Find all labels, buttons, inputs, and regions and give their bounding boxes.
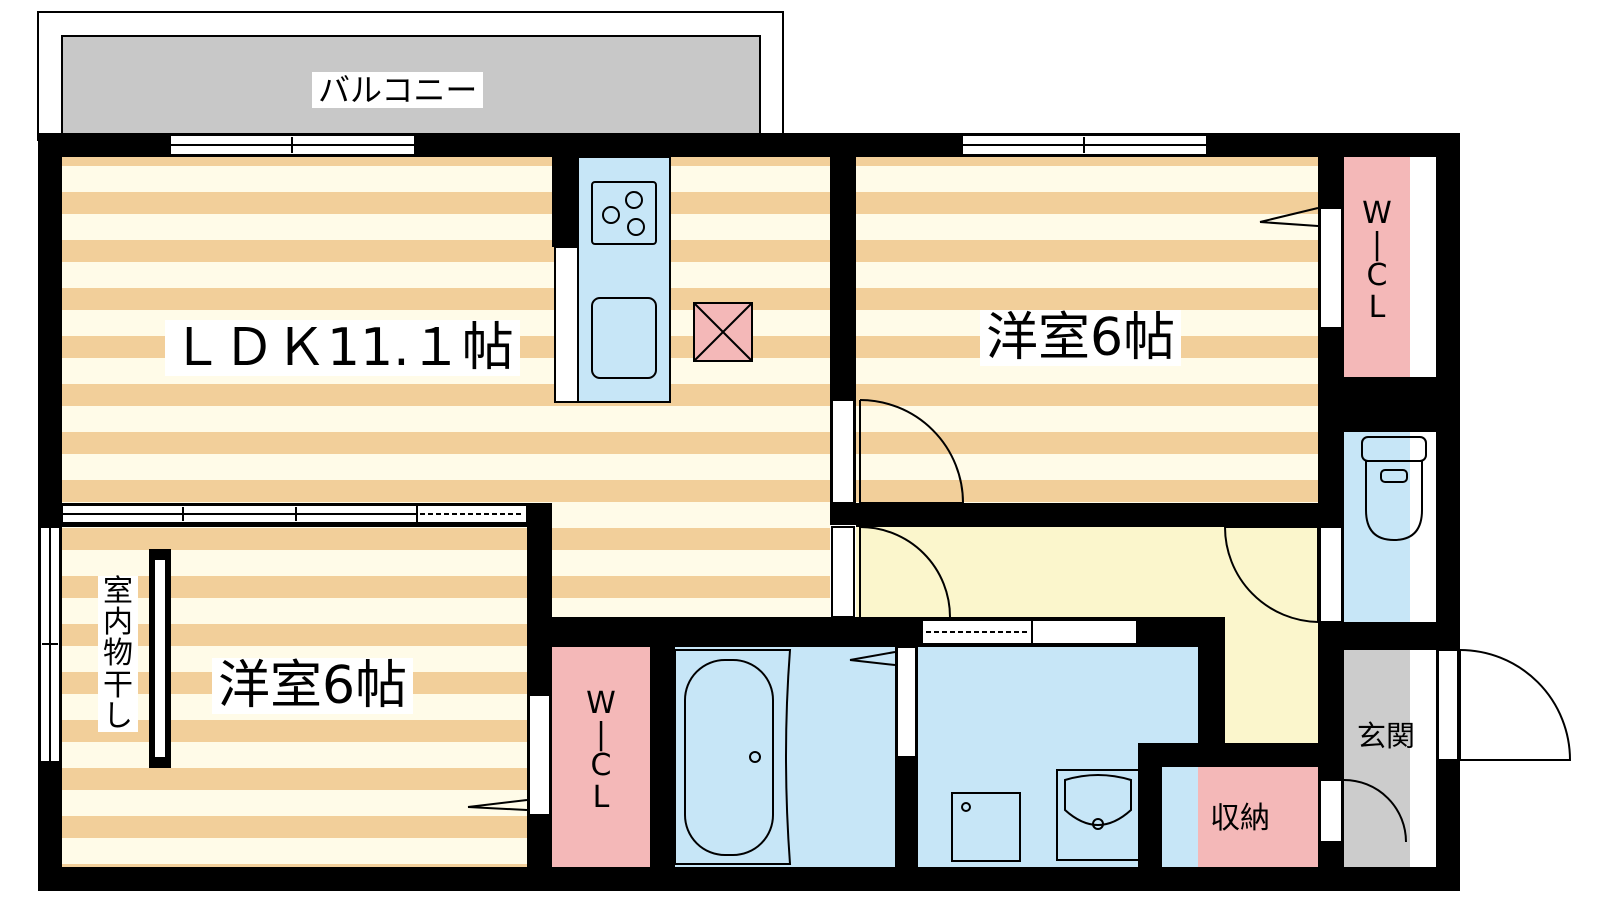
wic-north-label: W | C L: [1362, 198, 1392, 323]
indoor-drying-char: 室: [103, 574, 133, 609]
corridor-floor: [856, 527, 1318, 625]
washbasin-icon: [1056, 769, 1140, 861]
refrigerator-space-icon: [693, 302, 753, 362]
wic-north-char: C: [1366, 258, 1388, 294]
corridor-floor-lower: [1225, 625, 1318, 743]
window-icon: [39, 134, 1208, 763]
toilet-floor: [1344, 432, 1410, 622]
balcony: [37, 11, 784, 141]
wic-south-char: W: [586, 686, 616, 721]
indoor-drying-char: 内: [103, 605, 133, 641]
wic-south-char: |: [595, 717, 607, 753]
ldk-label: ＬＤＫ11.１帖: [165, 320, 520, 376]
indoor-drying-pole: [149, 549, 171, 768]
ldk-lower-floor: [552, 519, 830, 617]
indoor-drying-char: し: [103, 698, 133, 734]
wic-south-char: C: [590, 748, 612, 784]
indoor-drying-char: 干: [103, 667, 133, 703]
bathroom-floor: [675, 647, 895, 867]
wic-north-char: L: [1368, 289, 1386, 325]
door-swing-icon: [467, 207, 1572, 843]
wic-north-char: W: [1362, 196, 1392, 231]
wic-north-floor: [1344, 157, 1410, 377]
storage-label: 収納: [1210, 801, 1270, 836]
walls: [38, 133, 1460, 891]
wic-south-label: W | C L: [586, 688, 616, 813]
balcony-label: バルコニー: [312, 72, 484, 108]
indoor-drying-label: 室 内 物 干 し: [98, 576, 138, 732]
toilet-icon: [1361, 436, 1427, 542]
kitchen-counter: [554, 156, 671, 403]
wic-north-char: |: [1371, 227, 1383, 263]
washing-machine-icon: [951, 792, 1021, 862]
western-room-north-label: 洋室6帖: [980, 310, 1182, 366]
entrance-floor: [1344, 650, 1410, 867]
wic-south-char: L: [592, 779, 610, 815]
wic-south-floor: [552, 647, 650, 867]
indoor-drying-char: 物: [103, 636, 133, 672]
western-room-south-label: 洋室6帖: [212, 658, 414, 714]
entrance-label: 玄関: [1357, 719, 1416, 753]
stove-icon: [591, 181, 657, 245]
sink-icon: [591, 297, 657, 379]
bathtub-icon: [674, 649, 792, 865]
